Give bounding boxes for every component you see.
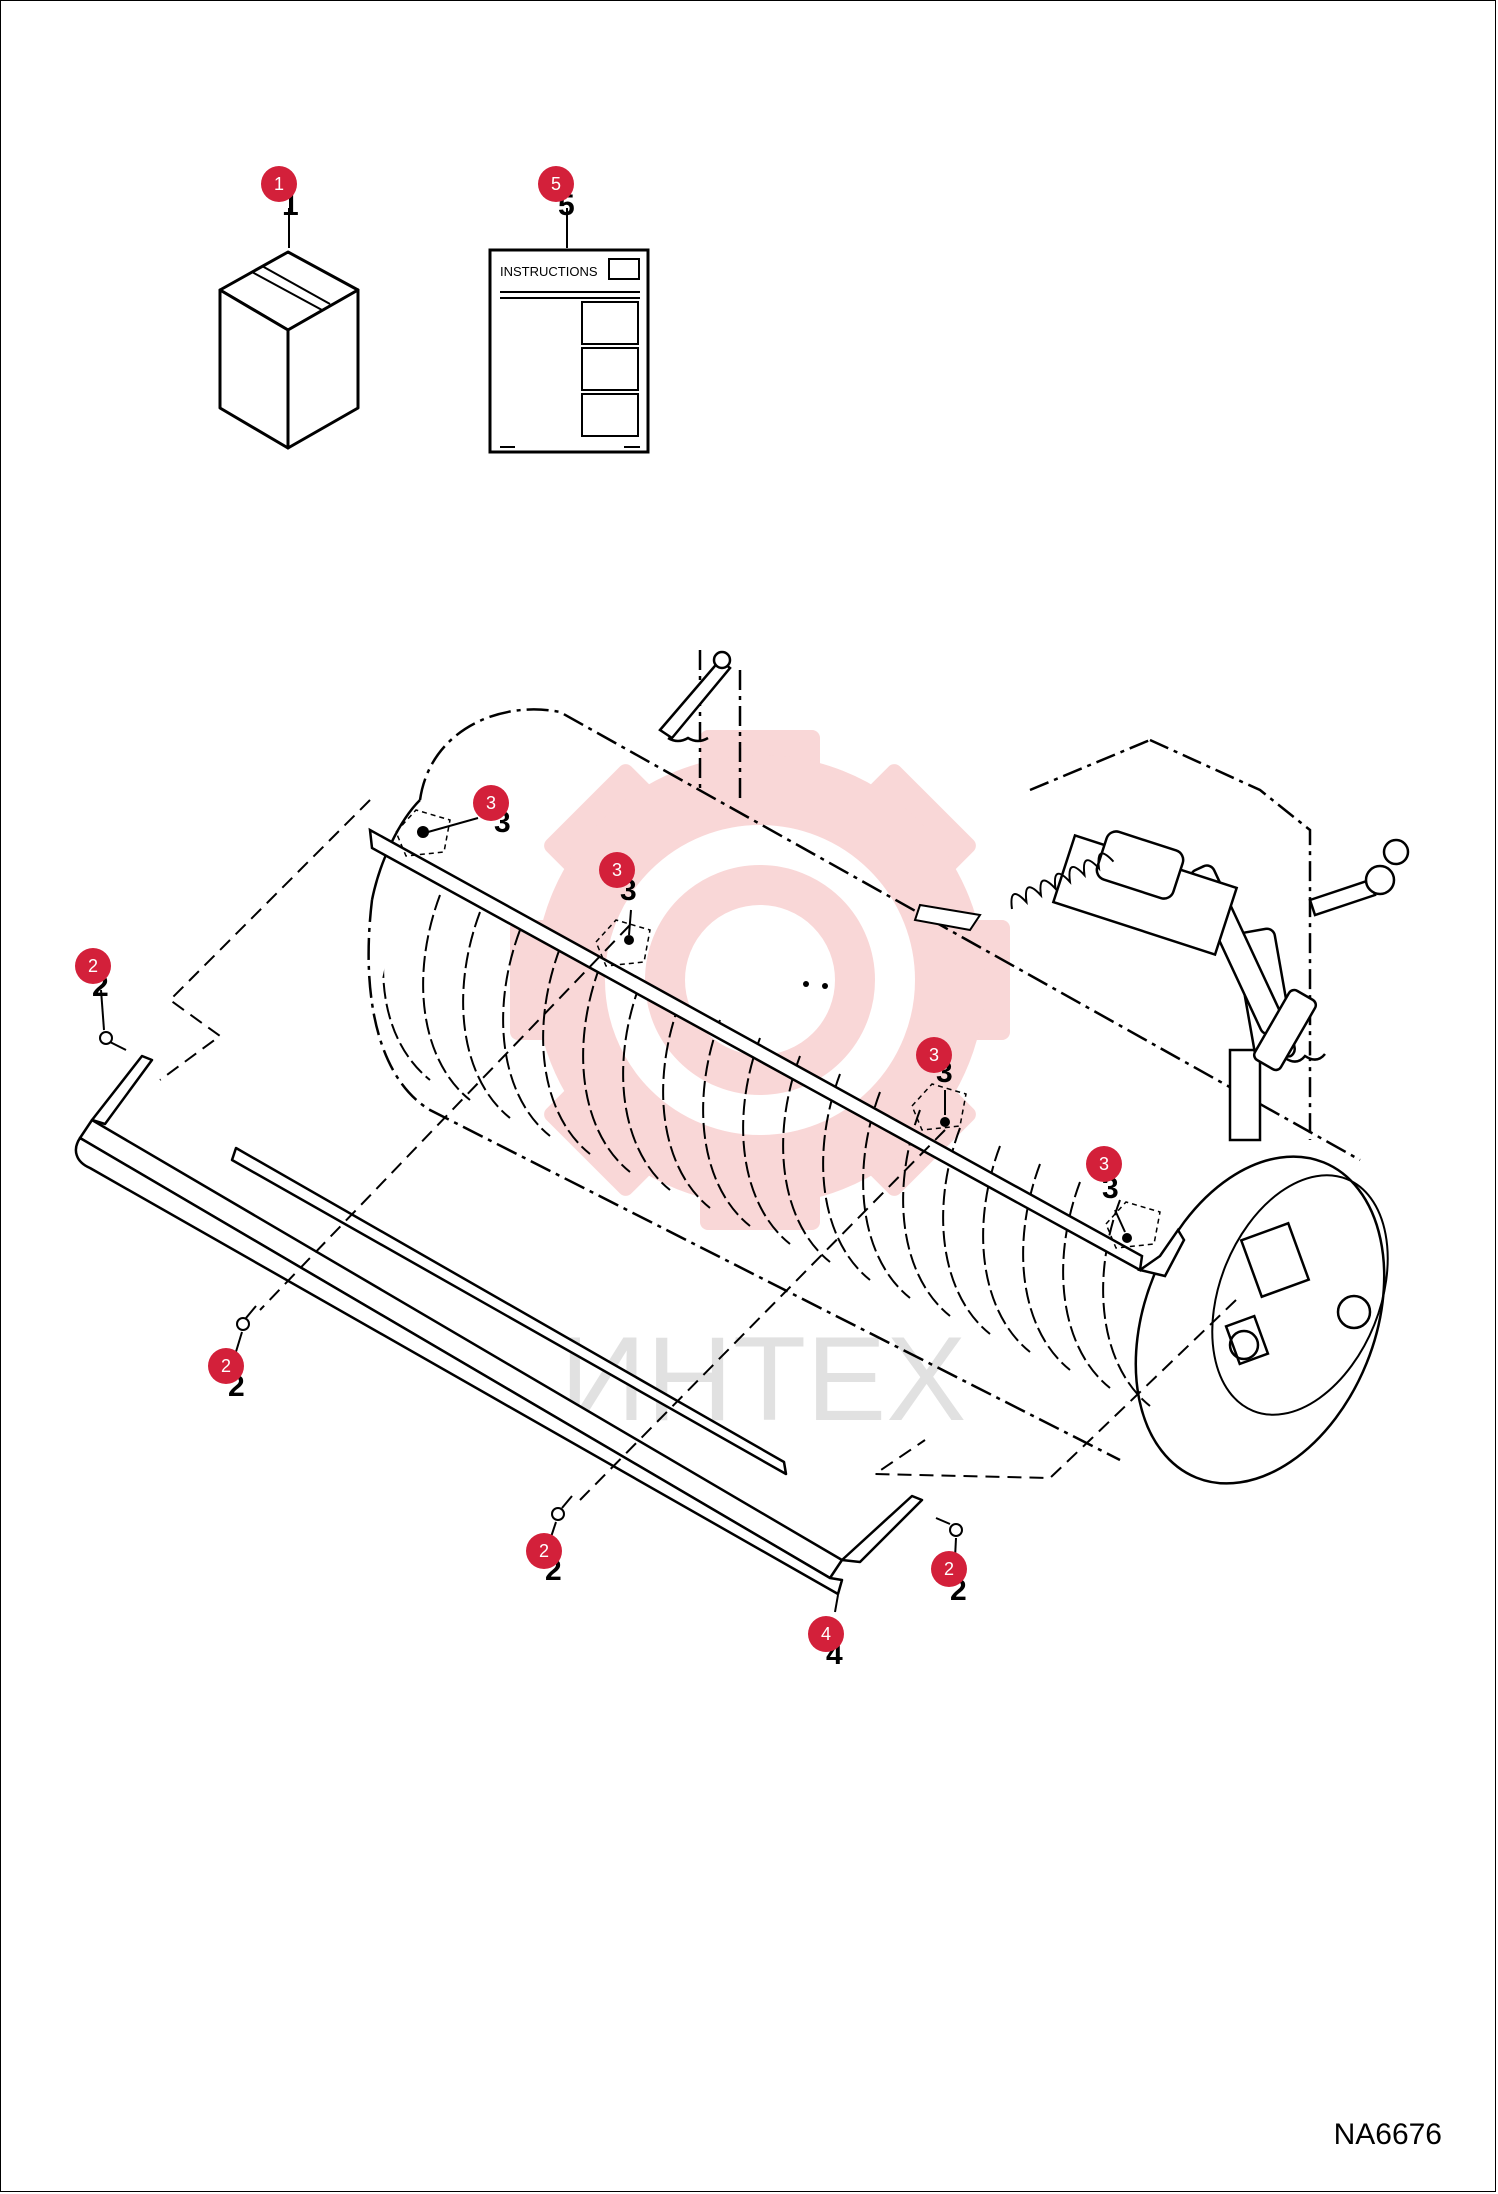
bolt-marker-icon [395, 809, 1161, 1249]
callout-2[interactable]: 2 [931, 1551, 967, 1587]
instructions-sheet-icon [488, 248, 650, 454]
tension-spring-icon [913, 852, 1115, 932]
drawing-code: NA6676 [1333, 2118, 1442, 2151]
svg-text:3: 3 [486, 793, 496, 813]
end-plate-label [1224, 1221, 1372, 1366]
box-icon [218, 250, 360, 450]
svg-text:2: 2 [88, 956, 98, 976]
bolt-icon [99, 1031, 963, 1537]
svg-text:2: 2 [221, 1356, 231, 1376]
callout-2[interactable]: 2 [75, 948, 111, 984]
svg-text:5: 5 [551, 174, 561, 194]
svg-text:1: 1 [274, 174, 284, 194]
deflector-bar [74, 1054, 924, 1596]
instructions-label: INSTRUCTIONS [500, 264, 598, 279]
assembly-leader-lines [159, 799, 1237, 1501]
left-lift-arm [658, 650, 732, 743]
svg-text:2: 2 [539, 1541, 549, 1561]
callout-3[interactable]: 3 [473, 785, 509, 821]
callout-3[interactable]: 3 [599, 852, 635, 888]
svg-text:2: 2 [944, 1559, 954, 1579]
brush-bristle-rings [382, 879, 1151, 1407]
callout-4[interactable]: 4 [808, 1616, 844, 1652]
svg-text:4: 4 [821, 1624, 831, 1644]
callout-2[interactable]: 2 [208, 1348, 244, 1384]
callout-5[interactable]: 5 [538, 166, 574, 202]
callout-3[interactable]: 3 [1086, 1146, 1122, 1182]
svg-text:3: 3 [1099, 1154, 1109, 1174]
callout-1[interactable]: 1 [261, 166, 297, 202]
callout-3[interactable]: 3 [916, 1037, 952, 1073]
callout-2[interactable]: 2 [526, 1533, 562, 1569]
svg-text:3: 3 [929, 1045, 939, 1065]
svg-text:3: 3 [612, 860, 622, 880]
